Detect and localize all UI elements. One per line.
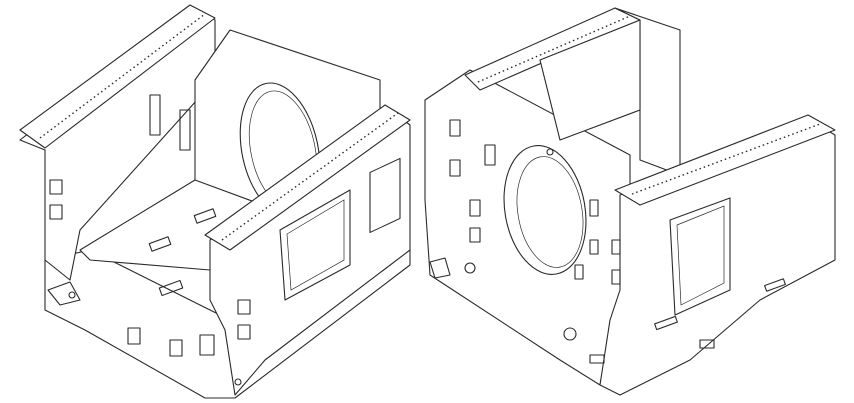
left-frame-window [279, 189, 351, 301]
left-frame-rail-right [204, 104, 411, 251]
right-frame-bore [503, 145, 587, 275]
right-frame-rear-column [614, 7, 681, 176]
left-frame-rail-left [19, 4, 216, 149]
left-machine-frame [19, 4, 411, 399]
right-machine-frame [424, 7, 836, 396]
right-frame-window [669, 197, 731, 316]
